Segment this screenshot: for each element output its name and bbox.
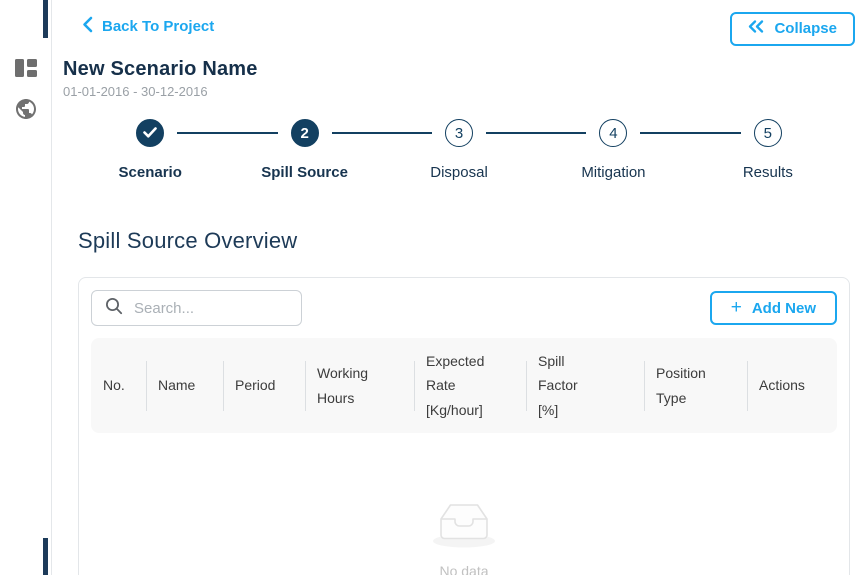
scenario-date-range: 01-01-2016 - 30-12-2016 <box>63 84 208 99</box>
collapse-button-label: Collapse <box>774 20 837 37</box>
check-icon <box>143 125 158 142</box>
step-2-circle: 2 <box>290 119 319 147</box>
step-scenario[interactable]: Scenario <box>73 119 227 181</box>
add-new-label: Add New <box>751 299 816 317</box>
column-header-expected-rate: Expected Rate [Kg/hour] <box>414 338 526 433</box>
scroll-strip-bottom <box>43 538 48 575</box>
plus-icon: + <box>730 297 742 318</box>
search-box <box>91 290 302 326</box>
add-new-button[interactable]: + Add New <box>709 291 837 325</box>
title-block: New Scenario Name 01-01-2016 - 30-12-201… <box>52 58 865 99</box>
column-header-no: No. <box>103 377 125 394</box>
column-header-position-type: Position Type <box>644 338 747 433</box>
section-title: Spill Source Overview <box>78 228 298 253</box>
main-content: Back To Project Collapse New Scenario Na… <box>52 0 865 575</box>
step-1-label: Scenario <box>118 164 182 181</box>
sidebar-item-dashboard[interactable] <box>0 59 52 82</box>
card-toolbar: + Add New <box>91 290 837 326</box>
empty-state: No data <box>91 495 837 575</box>
back-to-project-link[interactable]: Back To Project <box>82 16 214 37</box>
column-header-actions: Actions <box>747 338 837 433</box>
empty-box-icon <box>430 495 498 554</box>
step-4-label: Mitigation <box>581 164 646 181</box>
step-5-circle: 5 <box>753 119 782 147</box>
step-results[interactable]: 5 Results <box>640 119 845 181</box>
spill-source-card: + Add New No. Name Period Working Hours … <box>78 277 850 575</box>
dashboard-icon <box>15 59 37 82</box>
step-4-circle: 4 <box>599 119 628 147</box>
double-chevron-left-icon <box>748 20 765 37</box>
table-header-row: No. Name Period Working Hours Expected R… <box>91 338 837 433</box>
chevron-left-icon <box>82 16 93 37</box>
sidebar-item-map[interactable] <box>0 97 52 126</box>
search-input[interactable] <box>134 299 284 317</box>
top-row: Back To Project Collapse <box>52 12 865 46</box>
icon-sidebar <box>0 0 52 575</box>
step-spill-source[interactable]: 2 Spill Source <box>177 119 381 181</box>
globe-icon <box>14 97 38 126</box>
step-5-label: Results <box>742 164 793 181</box>
scroll-strip-top <box>43 0 48 38</box>
collapse-button[interactable]: Collapse <box>730 12 855 46</box>
no-data-label: No data <box>439 563 489 575</box>
step-mitigation[interactable]: 4 Mitigation <box>485 119 690 181</box>
column-header-period: Period <box>223 338 305 433</box>
step-1-circle <box>136 119 165 147</box>
step-3-label: Disposal <box>430 164 488 181</box>
step-disposal[interactable]: 3 Disposal <box>331 119 536 181</box>
back-link-label: Back To Project <box>102 18 215 35</box>
column-header-working-hours: Working Hours <box>305 338 414 433</box>
step-3-circle: 3 <box>445 119 474 147</box>
column-header-name: Name <box>146 338 223 433</box>
column-header-spill-factor: Spill Factor [%] <box>526 338 644 433</box>
page-title: New Scenario Name <box>63 58 258 80</box>
wizard-stepper: Scenario 2 Spill Source 3 Disposal 4 Mit… <box>73 119 845 181</box>
step-2-label: Spill Source <box>261 164 348 181</box>
search-icon <box>105 297 123 320</box>
